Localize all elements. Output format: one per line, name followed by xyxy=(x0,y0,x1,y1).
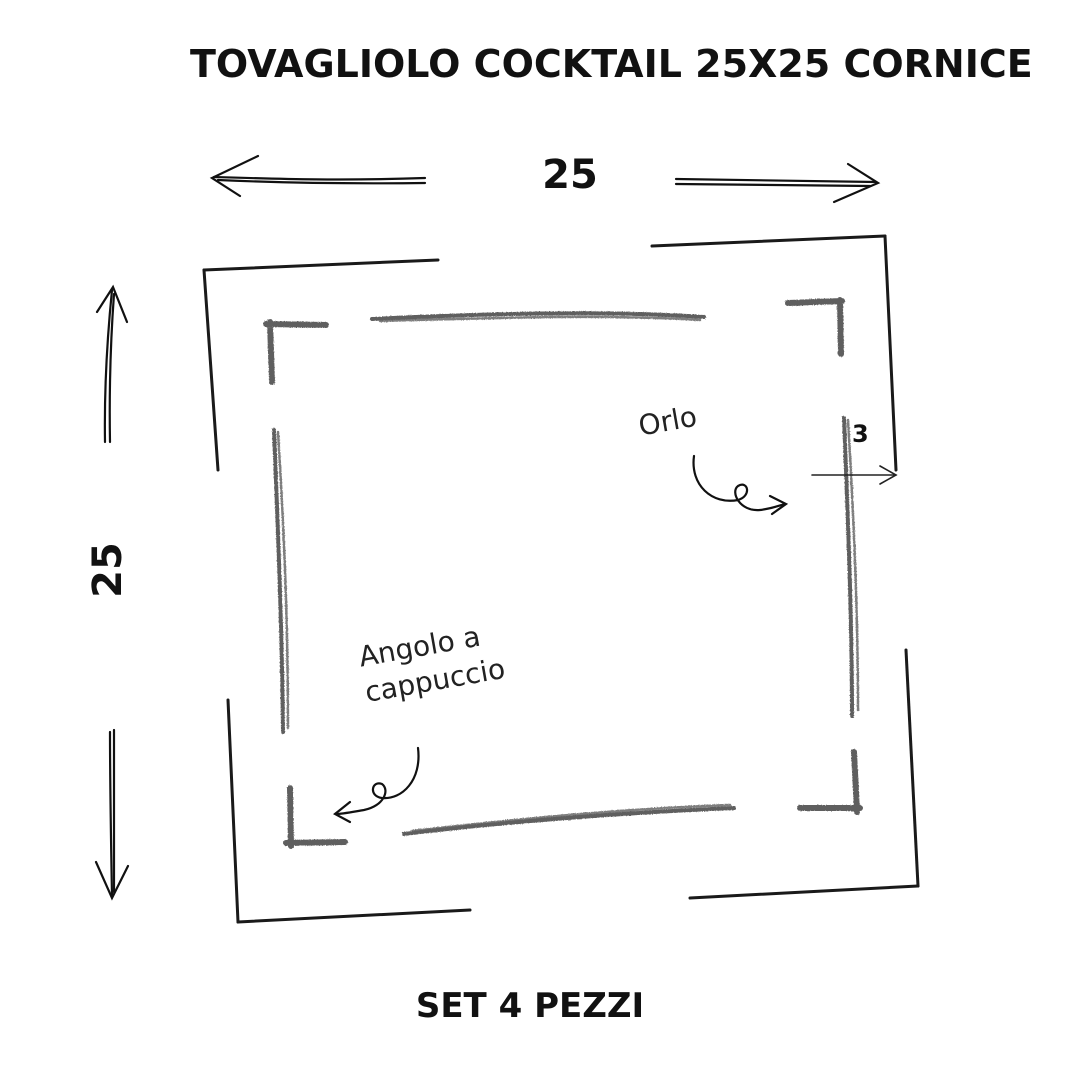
frame-edge-right xyxy=(842,416,854,718)
hem-width-arrow xyxy=(811,465,898,485)
frame-corner-bottom-right xyxy=(797,749,863,815)
set-count-label: SET 4 PEZZI xyxy=(415,986,645,1026)
frame-edge-left xyxy=(272,428,285,734)
height-label: 25 xyxy=(85,542,131,598)
hem-pointer-arrow xyxy=(692,454,789,516)
width-arrow-left xyxy=(209,154,427,198)
height-arrow-down xyxy=(94,728,130,901)
hem-width-label: 3 xyxy=(852,420,869,448)
frame-corner-top-right xyxy=(785,297,845,357)
frame-edge-bottom xyxy=(402,806,736,836)
corner-pointer-arrow xyxy=(333,746,420,824)
frame-edge-top xyxy=(370,311,706,321)
width-label: 25 xyxy=(542,152,598,198)
frame-corner-top-left xyxy=(263,319,329,385)
napkin-outline xyxy=(202,234,920,924)
width-arrow-right xyxy=(674,162,881,204)
inner-frame xyxy=(263,297,863,849)
frame-corner-bottom-left xyxy=(283,785,348,849)
height-arrow-up xyxy=(95,284,129,444)
diagram-title: TOVAGLIOLO COCKTAIL 25X25 CORNICE xyxy=(190,42,1033,86)
